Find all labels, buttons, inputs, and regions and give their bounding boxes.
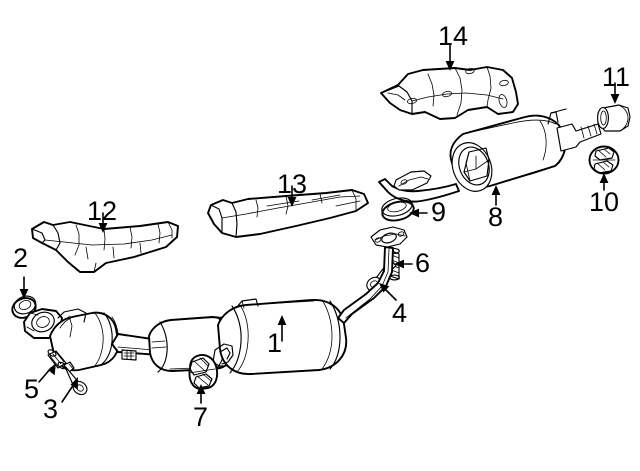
callout-label-10: 10 xyxy=(589,187,620,217)
callout-arrow-9 xyxy=(409,208,428,218)
part-12-front-floor-heat-insulator[interactable] xyxy=(31,221,179,273)
part-14-rear-floor-heat-insulator[interactable] xyxy=(380,66,519,120)
callout-arrow-14 xyxy=(445,43,455,71)
callout-arrow-8 xyxy=(491,185,501,206)
callout-arrow-12 xyxy=(98,212,108,233)
callout-label-1: 1 xyxy=(267,328,283,358)
callout-label-2: 2 xyxy=(13,243,29,273)
callout-arrow-3 xyxy=(61,377,78,403)
callout-arrow-1 xyxy=(277,315,287,342)
callout-arrow-4 xyxy=(379,283,397,301)
callout-label-3: 3 xyxy=(43,394,59,424)
part-9-rear-exhaust-pipe-gasket[interactable] xyxy=(380,195,416,224)
callout-label-14: 14 xyxy=(438,21,469,51)
callout-label-4: 4 xyxy=(392,298,408,328)
callout-arrow-7 xyxy=(196,384,206,404)
part-13-center-floor-heat-insulator[interactable] xyxy=(207,189,369,238)
callout-label-8: 8 xyxy=(488,202,504,232)
callout-arrows xyxy=(19,43,620,404)
callout-label-7: 7 xyxy=(193,402,209,432)
callout-arrow-5 xyxy=(38,363,56,383)
callout-arrow-13 xyxy=(287,185,297,207)
callout-label-5: 5 xyxy=(24,374,40,404)
callout-label-13: 13 xyxy=(277,169,308,199)
part-7-exhaust-pipe-hanger[interactable] xyxy=(188,354,219,390)
callout-label-9: 9 xyxy=(431,197,447,227)
callout-arrow-11 xyxy=(610,82,620,104)
callout-arrow-6 xyxy=(394,259,413,269)
callout-label-6: 6 xyxy=(415,248,431,278)
part-10-muffler-rubber-hanger[interactable] xyxy=(588,145,620,175)
part-11-tail-pipe-tip[interactable] xyxy=(597,104,631,132)
callout-arrow-2 xyxy=(19,276,29,299)
part-1-center-exhaust-pipe-assembly[interactable] xyxy=(23,226,408,375)
part-8-rear-muffler-assembly[interactable] xyxy=(378,108,602,203)
callout-label-11: 11 xyxy=(602,62,631,92)
callout-label-12: 12 xyxy=(87,196,118,226)
callout-arrow-10 xyxy=(599,173,609,191)
